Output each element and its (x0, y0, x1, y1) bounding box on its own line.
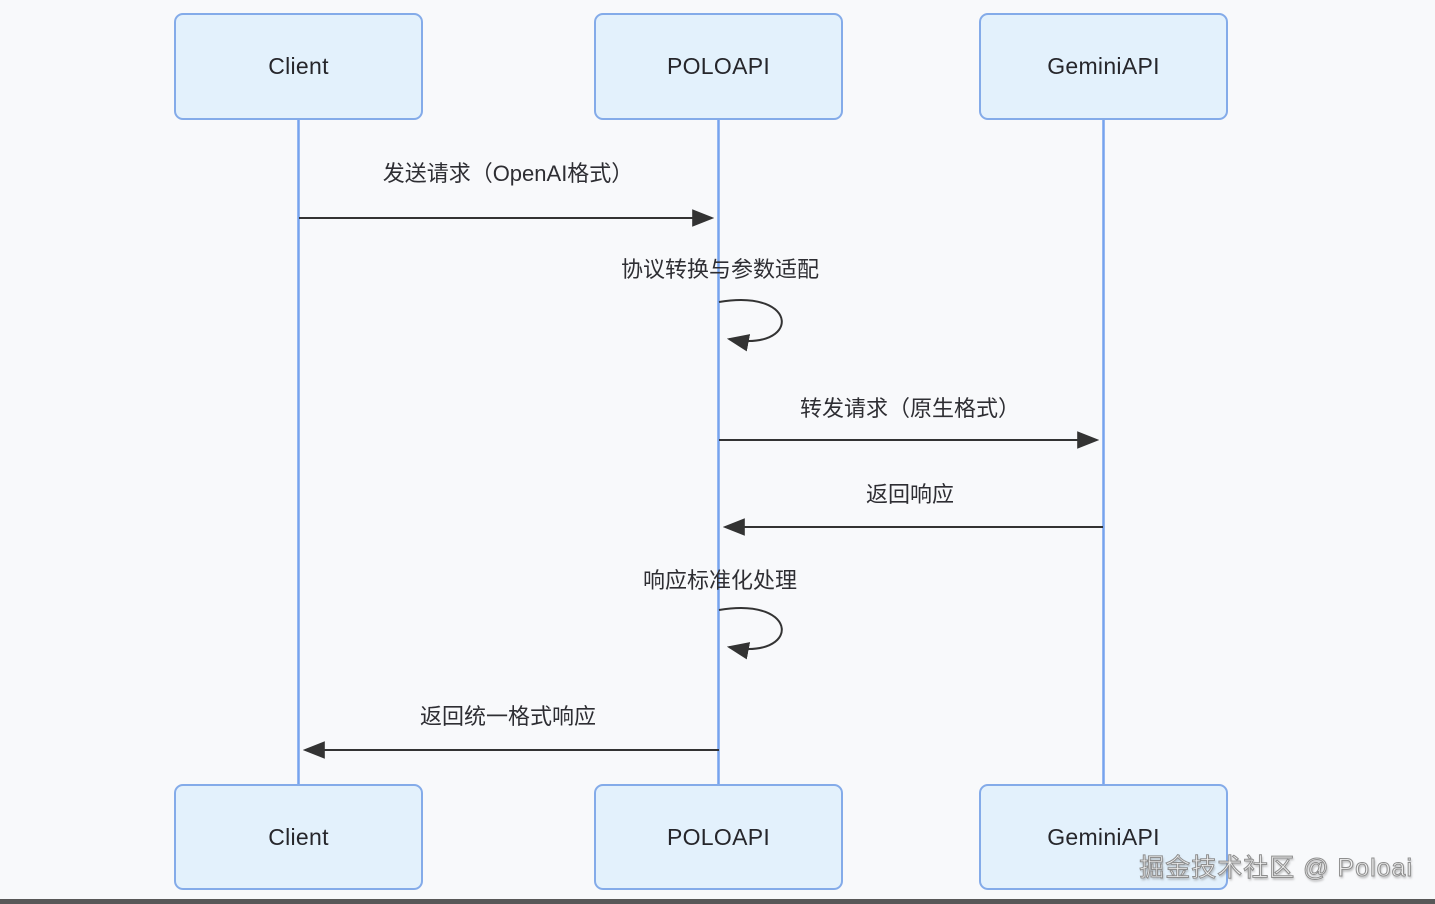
actor-label-poloapi-bottom: POLOAPI (666, 823, 771, 850)
watermark: 掘金技术社区 @ Poloai (1139, 854, 1413, 883)
bottom-edge-bar (0, 899, 1435, 904)
actor-label-poloapi-top: POLOAPI (666, 53, 771, 79)
self-loop-response-normalization (718, 607, 783, 660)
actor-label-client-bottom: Client (268, 823, 329, 850)
actor-box-poloapi-top: POLOAPI (594, 13, 843, 120)
message-label-return-unified-response: 返回统一格式响应 (419, 704, 597, 729)
actor-box-geminiapi-bottom: GeminiAPI (979, 784, 1228, 890)
self-loop-protocol-conversion (718, 299, 783, 352)
actor-box-poloapi-bottom: POLOAPI (594, 784, 843, 890)
actor-box-geminiapi-top: GeminiAPI (979, 13, 1228, 120)
actor-label-geminiapi-bottom: GeminiAPI (1047, 823, 1160, 850)
actor-label-client-top: Client (268, 53, 329, 79)
message-label-return-response: 返回响应 (865, 482, 955, 507)
message-label-send-request: 发送请求（OpenAI格式） (382, 161, 634, 186)
message-label-forward-request: 转发请求（原生格式） (799, 396, 1021, 421)
actor-label-geminiapi-top: GeminiAPI (1047, 53, 1160, 79)
actor-box-client-top: Client (174, 13, 423, 120)
message-label-protocol-conversion: 协议转换与参数适配 (620, 257, 820, 282)
actor-box-client-bottom: Client (174, 784, 423, 890)
message-label-response-normalization: 响应标准化处理 (642, 568, 798, 593)
